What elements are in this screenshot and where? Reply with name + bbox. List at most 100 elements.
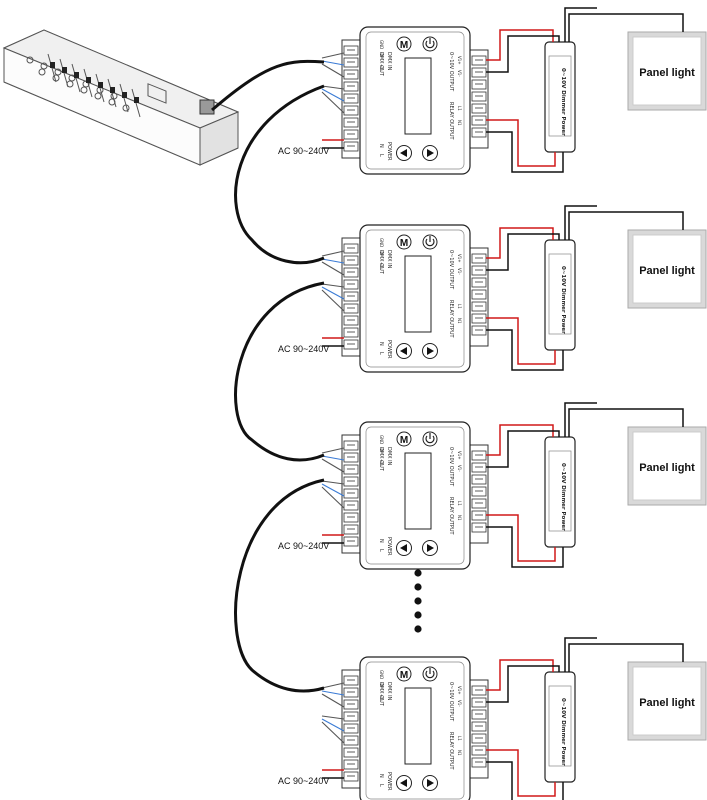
terminal-screw bbox=[343, 735, 359, 746]
right-arrow-icon bbox=[427, 347, 434, 355]
output-010v-label: 0~10V OUTPUT bbox=[448, 447, 454, 487]
panel-light-label: Panel light bbox=[639, 265, 695, 277]
terminal-screw bbox=[471, 522, 487, 533]
terminal-screw bbox=[343, 476, 359, 487]
power-label-stack: NL bbox=[378, 539, 384, 552]
power-label-stack: NL bbox=[378, 774, 384, 787]
terminal-screw bbox=[471, 115, 487, 126]
terminal-screw bbox=[343, 524, 359, 535]
n1-wire bbox=[486, 761, 564, 800]
terminal-n-label: N bbox=[378, 144, 384, 148]
panel-light-face bbox=[632, 234, 702, 304]
dmx-in-wire bbox=[321, 693, 345, 708]
terminal-dmx-minus-label: -D bbox=[379, 52, 384, 57]
terminal-l-label: L bbox=[378, 352, 384, 355]
terminal-n-label: N bbox=[378, 342, 384, 346]
dmx-in-wire bbox=[321, 52, 345, 59]
decoder-bezel bbox=[365, 31, 465, 170]
panel-wire-2 bbox=[568, 408, 684, 437]
terminal-screw bbox=[471, 745, 487, 756]
ac-input-label: AC 90~240V bbox=[278, 344, 329, 354]
left-arrow-icon bbox=[400, 779, 407, 787]
terminal-dmx-minus-label: -D bbox=[379, 250, 384, 255]
power-label: POWER bbox=[386, 340, 392, 359]
dmx-terminal-labels: GND-D+D bbox=[379, 670, 384, 700]
dmx-out-label: DMX OUT bbox=[378, 52, 384, 77]
power-word-label: POWER bbox=[386, 772, 392, 791]
console-fader-cap bbox=[62, 67, 67, 73]
l1-wire bbox=[486, 514, 556, 562]
dimmer-driver-inner bbox=[548, 685, 572, 767]
power-label: POWER bbox=[386, 537, 392, 556]
dmx-in-wire bbox=[321, 690, 345, 696]
terminal-screw bbox=[343, 536, 359, 547]
n1-wire bbox=[486, 329, 564, 371]
lcd-display bbox=[404, 255, 432, 333]
relay-output-label: RELAY OUTPUT bbox=[448, 497, 454, 536]
panel-wire-2 bbox=[568, 211, 684, 240]
panel-light-3: Panel light bbox=[627, 426, 707, 506]
dmx-out-label: DMX OUT bbox=[378, 250, 384, 275]
dimmer-driver bbox=[544, 671, 576, 783]
panel-light-4: Panel light bbox=[627, 661, 707, 741]
power-label-stack: NL bbox=[378, 144, 384, 157]
power-word-label: POWER bbox=[386, 537, 392, 556]
power-label: POWER bbox=[386, 772, 392, 791]
dmx-out-label: DMX OUT bbox=[378, 447, 384, 472]
v1p-wire bbox=[486, 659, 554, 691]
dmx-pigtail-wires bbox=[321, 250, 345, 312]
terminal-screw bbox=[343, 93, 359, 104]
terminal-screw bbox=[343, 452, 359, 463]
decoder-bezel bbox=[365, 661, 465, 800]
terminal-v1p-label: V1+ bbox=[457, 56, 462, 65]
lcd-display bbox=[404, 57, 432, 135]
dimmer-driver bbox=[544, 436, 576, 548]
l1-wire bbox=[486, 317, 556, 365]
panel-light-label: Panel light bbox=[639, 462, 695, 474]
dmx-terminal-labels: GND-D+D bbox=[379, 435, 384, 465]
terminal-screw bbox=[343, 45, 359, 56]
terminal-screw bbox=[471, 510, 487, 521]
terminal-v1m-label: V1- bbox=[457, 268, 462, 275]
dimmer-power-label: 0~10V Dimmer Power bbox=[560, 68, 566, 136]
power-label-stack: NL bbox=[378, 342, 384, 355]
terminal-l-label: L bbox=[378, 784, 384, 787]
terminal-screw bbox=[343, 81, 359, 92]
terminal-screw bbox=[471, 474, 487, 485]
decoder-to-driver-wires bbox=[486, 424, 564, 568]
right-arrow-icon bbox=[427, 779, 434, 787]
terminal-n1-label: N1 bbox=[457, 515, 462, 521]
console-fader-cap bbox=[74, 72, 79, 78]
mode-button: M bbox=[396, 234, 412, 250]
terminal-screw bbox=[343, 117, 359, 128]
dimmer-driver bbox=[544, 239, 576, 351]
panel-wire-1 bbox=[564, 402, 597, 437]
dmx-in-wire bbox=[321, 455, 345, 461]
dmx-in-wire bbox=[321, 261, 345, 276]
console-fader-cap bbox=[122, 92, 127, 98]
terminal-screw bbox=[471, 289, 487, 300]
v1p-wire bbox=[486, 29, 554, 61]
terminal-screw bbox=[343, 279, 359, 290]
terminal-screw bbox=[343, 711, 359, 722]
dmx-out-wire bbox=[321, 721, 345, 744]
dmx-in-wire bbox=[321, 60, 345, 66]
panel-light-label: Panel light bbox=[639, 697, 695, 709]
console-knob-icon bbox=[94, 92, 102, 100]
dmx-out-wire bbox=[321, 289, 345, 312]
terminal-dmx-minus-label: -D bbox=[379, 447, 384, 452]
dmx-cables bbox=[211, 59, 325, 693]
console-fader-cap bbox=[110, 87, 115, 93]
terminal-screw bbox=[471, 91, 487, 102]
dimmer-power-label: 0~10V Dimmer Power bbox=[560, 266, 566, 334]
terminal-l-label: L bbox=[378, 154, 384, 157]
dmx-console bbox=[2, 29, 240, 166]
dmx-in-wire bbox=[321, 682, 345, 689]
terminal-screw bbox=[343, 440, 359, 451]
